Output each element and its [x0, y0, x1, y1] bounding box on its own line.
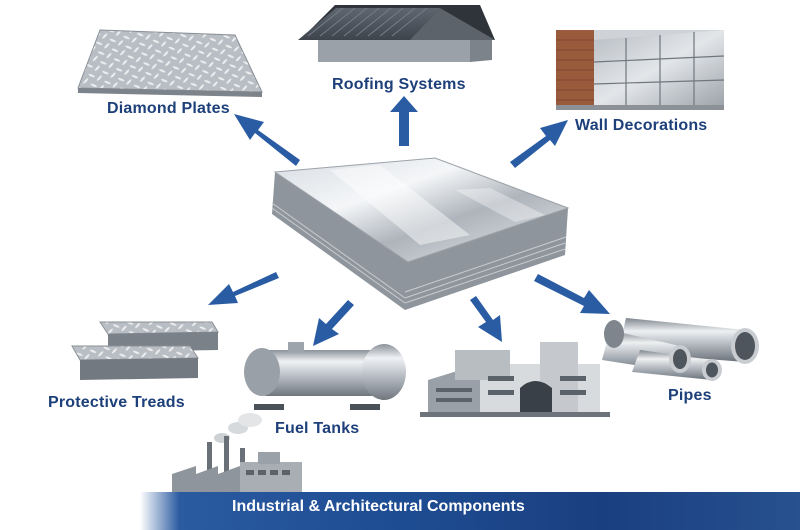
- label-protective-treads: Protective Treads: [48, 394, 185, 411]
- banner-title: Industrial & Architectural Components: [232, 498, 525, 515]
- protective-treads-illustration: [71, 321, 219, 380]
- roofing-system-illustration: [298, 5, 495, 62]
- arrow-to-building: [470, 296, 502, 342]
- label-wall-decorations: Wall Decorations: [575, 117, 708, 134]
- building-illustration: [420, 342, 610, 417]
- label-diamond-plates: Diamond Plates: [107, 100, 230, 117]
- arrow-to-roofing-systems: [390, 96, 418, 146]
- factory-illustration: [172, 413, 302, 492]
- label-pipes: Pipes: [668, 387, 712, 404]
- fuel-tank-illustration: [244, 342, 406, 410]
- arrow-to-wall-decorations: [510, 120, 568, 168]
- arrow-to-protective-treads: [208, 272, 279, 305]
- arrow-to-fuel-tanks: [313, 300, 354, 346]
- arrows: [208, 96, 610, 346]
- arrow-to-diamond-plates: [234, 114, 300, 166]
- wall-decoration-illustration: [556, 30, 725, 110]
- bottom-banner: [140, 492, 800, 530]
- aluminum-sheet-stack: [271, 157, 570, 310]
- diamond-plate-illustration: [77, 29, 263, 97]
- label-fuel-tanks: Fuel Tanks: [275, 420, 360, 437]
- pipes-illustration: [602, 318, 759, 381]
- label-roofing-systems: Roofing Systems: [332, 76, 466, 93]
- arrow-to-pipes: [534, 274, 610, 314]
